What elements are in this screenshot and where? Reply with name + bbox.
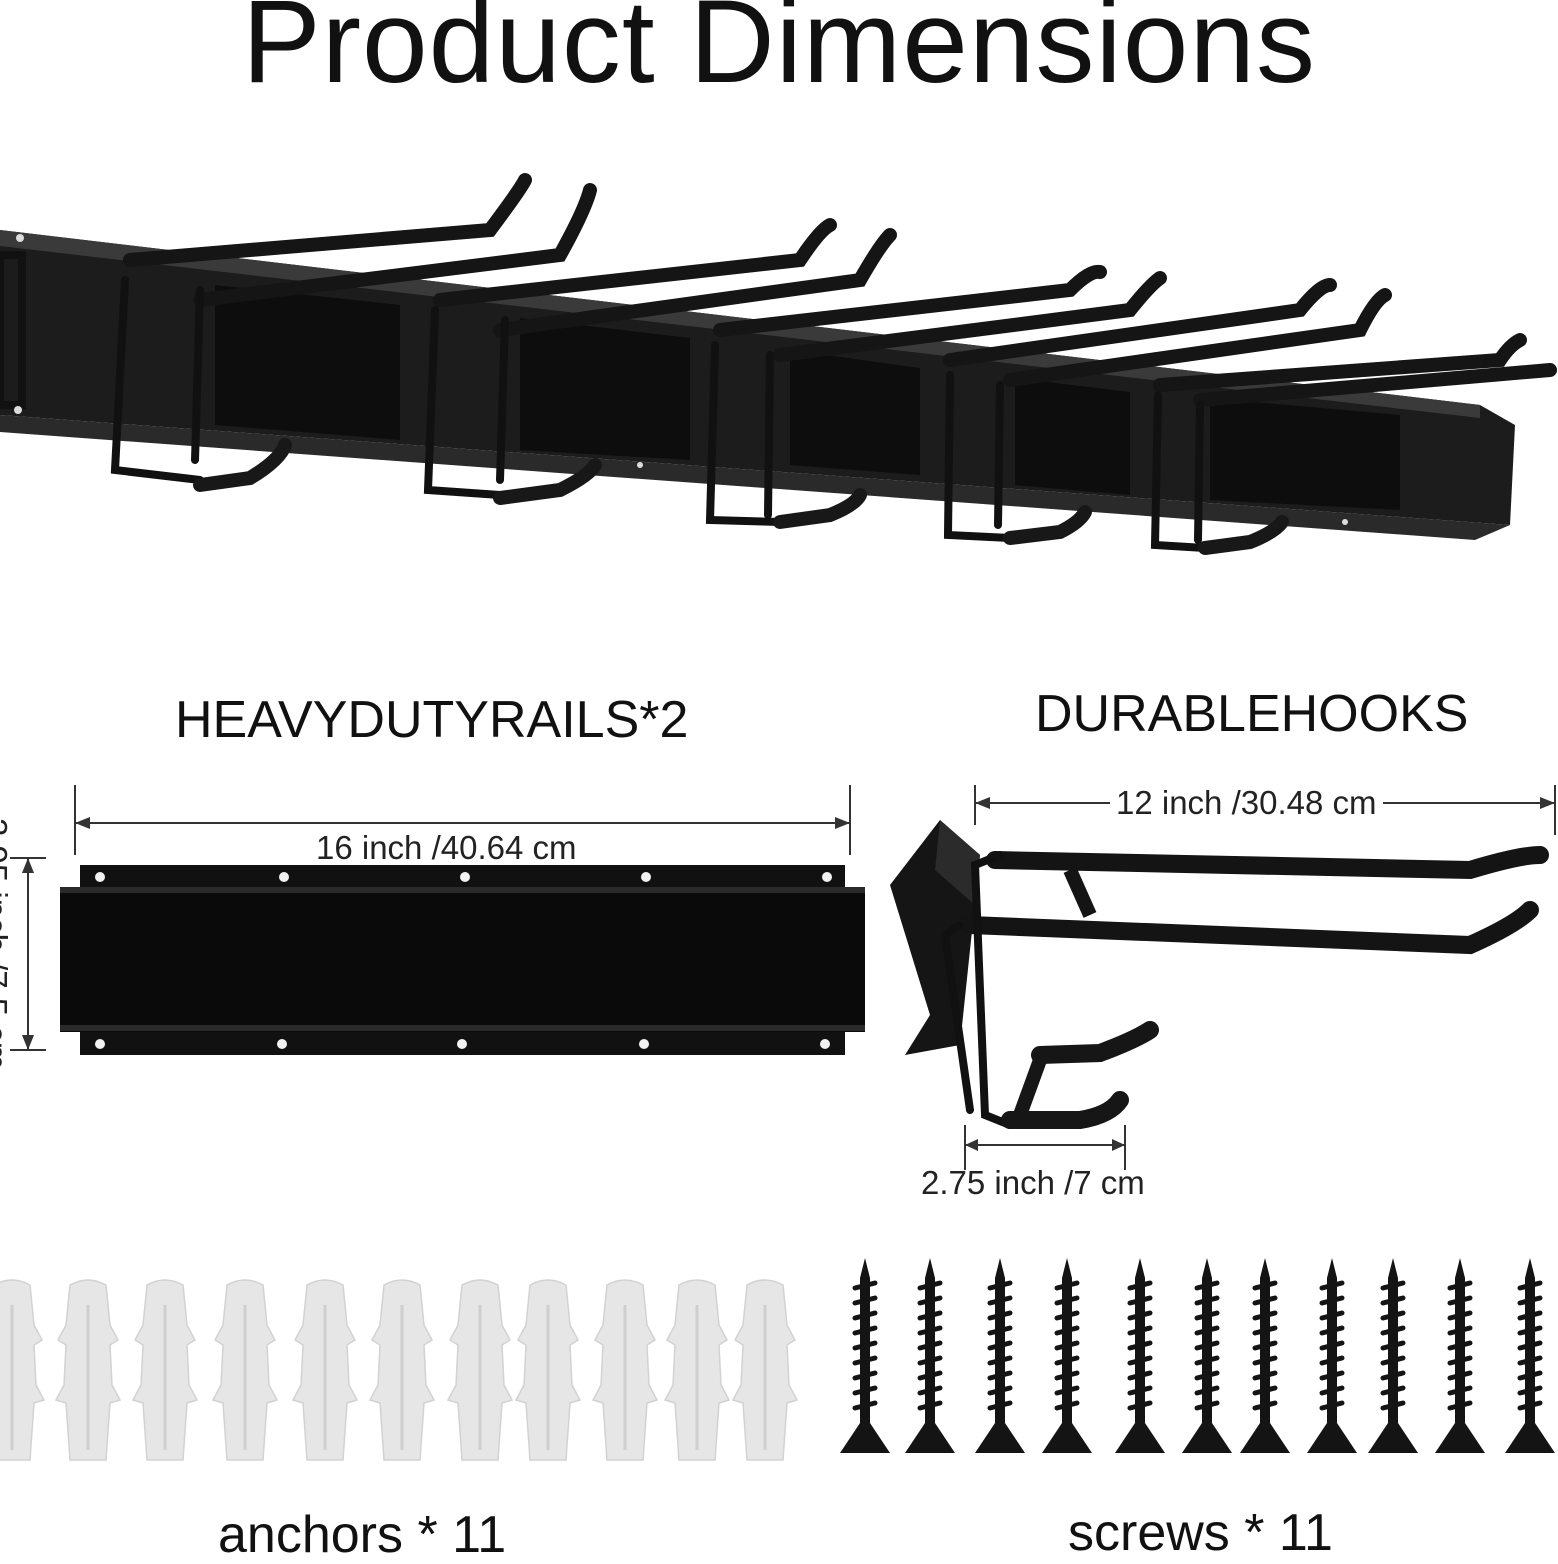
rails-section-label: HEAVYDUTYRAILS*2 [175,691,689,749]
screws-image [835,1258,1558,1458]
anchors-count-label: anchors * 11 [218,1506,507,1564]
hooks-section-label: DURABLEHOOKS [1035,685,1469,743]
page-title: Product Dimensions [242,0,1316,108]
screws-count-label: screws * 11 [1068,1504,1333,1562]
anchors-image [0,1278,799,1462]
hook-image [890,820,1549,1129]
hook-depth-label: 2.75 inch /7 cm [921,1164,1145,1201]
assembled-rack-image [0,173,1557,555]
rails-height-label: 2.95 inch /7.5 cm [0,818,14,1070]
hook-depth-dimension-line [964,1125,1126,1170]
rail-image [60,865,865,1055]
rails-width-dimension-line [74,785,851,855]
hook-length-label: 12 inch /30.48 cm [1110,785,1383,821]
rails-height-dimension-line [10,857,46,1051]
rails-width-label: 16 inch /40.64 cm [316,829,577,866]
